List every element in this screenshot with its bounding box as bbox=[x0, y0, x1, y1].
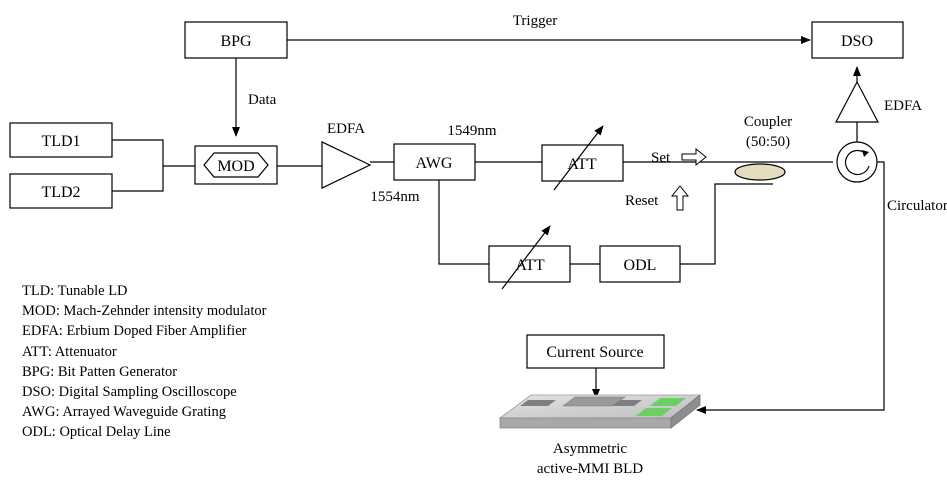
variable-attenuator-arrow-icon bbox=[501, 225, 551, 290]
amplifier-icon bbox=[835, 80, 879, 123]
legend-item: TLD: Tunable LD bbox=[22, 283, 128, 299]
set-label: Set bbox=[651, 150, 671, 166]
tld2-block: TLD2 bbox=[9, 173, 113, 209]
circulator-arc-icon bbox=[844, 149, 870, 176]
coupler-icon bbox=[734, 163, 786, 181]
current-source-block: Current Source bbox=[526, 334, 665, 369]
awg-label: AWG bbox=[416, 155, 453, 172]
trigger-label: Trigger bbox=[513, 13, 557, 29]
legend-item: ODL: Optical Delay Line bbox=[22, 424, 171, 441]
circulator-icon bbox=[836, 141, 878, 183]
mz-modulator-icon bbox=[203, 152, 269, 178]
att-lower-block: ATT bbox=[488, 225, 571, 290]
tld1-block: TLD1 bbox=[9, 122, 113, 158]
amplifier-icon bbox=[321, 141, 372, 189]
tld1-label: TLD1 bbox=[41, 133, 80, 150]
coupler-ratio-label: (50:50) bbox=[746, 134, 790, 150]
bld-device-image bbox=[498, 394, 702, 429]
tld-combiner-line bbox=[112, 139, 164, 192]
legend-item: AWG: Arrayed Waveguide Grating bbox=[22, 404, 226, 421]
edfa-right-label: EDFA bbox=[884, 98, 922, 114]
dso-label: DSO bbox=[841, 33, 873, 50]
edfa-left-block bbox=[321, 141, 372, 189]
legend-item: MOD: Mach-Zehnder intensity modulator bbox=[22, 303, 267, 320]
odl-label: ODL bbox=[624, 257, 657, 274]
bpg-label: BPG bbox=[220, 33, 252, 50]
device-label-line1: Asymmetric bbox=[553, 441, 627, 457]
legend-item: EDFA: Erbium Doped Fiber Amplifier bbox=[22, 323, 247, 340]
att-upper-label: ATT bbox=[567, 156, 597, 173]
variable-attenuator-arrow-icon bbox=[553, 125, 604, 191]
legend-item: DSO: Digital Sampling Oscilloscope bbox=[22, 384, 237, 401]
att-upper-block: ATT bbox=[541, 125, 624, 191]
edfa-right-block bbox=[835, 80, 879, 123]
device-label-line2: active-MMI BLD bbox=[537, 461, 643, 477]
abbreviation-legend: TLD: Tunable LD MOD: Mach-Zehnder intens… bbox=[22, 281, 266, 443]
data-label: Data bbox=[248, 92, 277, 108]
set-arrow-icon bbox=[681, 147, 707, 167]
circulator-label: Circulator bbox=[887, 198, 947, 214]
mod-block: MOD bbox=[194, 145, 278, 185]
current-source-label: Current Source bbox=[546, 344, 643, 361]
reset-arrow-icon bbox=[670, 185, 690, 211]
mod-label: MOD bbox=[217, 158, 254, 175]
dso-block: DSO bbox=[811, 21, 904, 59]
tld2-label: TLD2 bbox=[41, 184, 80, 201]
odl-to-coupler-line bbox=[680, 183, 773, 265]
reset-label: Reset bbox=[625, 193, 659, 209]
wavelength-1549-label: 1549nm bbox=[447, 123, 497, 139]
coupler-label: Coupler bbox=[744, 114, 792, 130]
legend-item: ATT: Attenuator bbox=[22, 343, 117, 360]
legend-item: BPG: Bit Patten Generator bbox=[22, 363, 178, 380]
circ-to-device-line bbox=[696, 161, 885, 414]
att-lower-label: ATT bbox=[515, 257, 545, 274]
edfa-left-label: EDFA bbox=[327, 121, 365, 137]
circulator-arrow-icon bbox=[862, 150, 869, 157]
bpg-block: BPG bbox=[184, 21, 288, 59]
awg-lower-branch-line bbox=[438, 180, 489, 265]
circulator bbox=[836, 141, 878, 183]
wavelength-1554-label: 1554nm bbox=[370, 189, 420, 205]
odl-block: ODL bbox=[599, 245, 681, 283]
awg-block: AWG bbox=[393, 143, 476, 181]
coupler bbox=[734, 163, 786, 181]
